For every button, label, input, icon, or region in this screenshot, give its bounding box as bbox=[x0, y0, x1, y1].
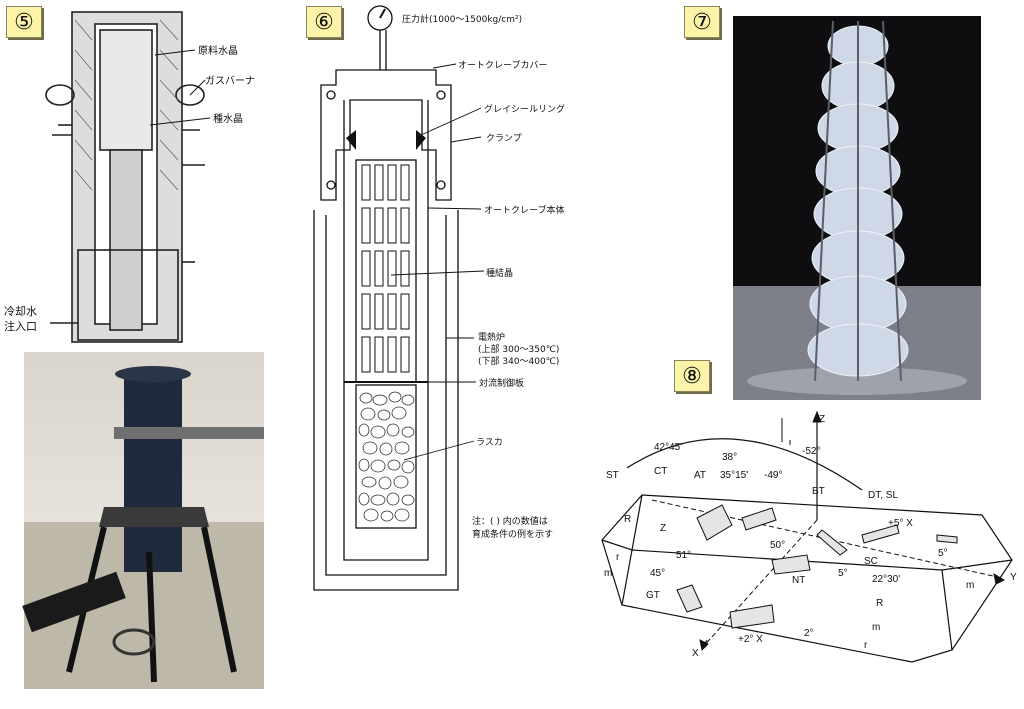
badge-7: ⑦ bbox=[684, 6, 720, 38]
grown-crystal-rack-photo bbox=[733, 20, 981, 400]
label-ct: CT bbox=[654, 466, 668, 477]
label-z-face: Z bbox=[660, 523, 667, 534]
label-m-left: m bbox=[604, 568, 613, 579]
autoclave-cross-section-drawing bbox=[45, 11, 211, 343]
angle-plus-5-x: +5° X bbox=[888, 518, 913, 529]
x-axis-label: X bbox=[692, 648, 699, 659]
label-gas-burner: ガスバーナ bbox=[205, 76, 255, 87]
angle-35-15: 35°15' bbox=[720, 470, 749, 481]
label-autoclave-cover: オートクレーブカバー bbox=[458, 61, 548, 71]
angle-minus-49: -49° bbox=[764, 470, 783, 481]
panel-5-photo bbox=[22, 352, 264, 689]
label-seed-crystal: 種水晶 bbox=[213, 114, 243, 125]
label-convection-baffle: 対流制御板 bbox=[479, 379, 525, 389]
label-gray-seal-ring: グレイシールリング bbox=[484, 105, 566, 115]
angle-51: 51° bbox=[676, 550, 692, 561]
label-r-face-left: R bbox=[624, 514, 632, 525]
panel-6-diagram: 圧力計(1000～1500kg/cm²) オートクレーブカバー グレイシールリン… bbox=[296, 0, 626, 600]
note-line-1: 注：( ) 内の数値は bbox=[472, 517, 548, 527]
label-autoclave-body: オートクレーブ本体 bbox=[484, 206, 565, 216]
panel-5-drawing: 原料水晶 ガスバーナ 種水晶 冷却水 注入口 bbox=[0, 0, 280, 352]
panel-8-diagram: Z Y X 42°45' 38° -52° 35°15' -49° ST CT … bbox=[592, 400, 1024, 700]
angle-minus-52: -52° bbox=[802, 446, 821, 457]
label-gt: GT bbox=[646, 590, 660, 601]
angle-plus-2-x: +2° X bbox=[738, 634, 763, 645]
label-sc: SC bbox=[864, 556, 878, 567]
label-r-small-left: r bbox=[616, 552, 620, 563]
z-axis-label: Z bbox=[819, 414, 826, 425]
panel-7-photo bbox=[733, 16, 981, 400]
label-dt-sl: DT, SL bbox=[868, 490, 899, 501]
label-electric-furnace: 電熱炉 bbox=[478, 333, 506, 343]
label-m-right: m bbox=[966, 580, 975, 591]
angle-42-45: 42°45' bbox=[654, 442, 683, 453]
label-m-bottom: m bbox=[872, 622, 881, 633]
badge-8: ⑧ bbox=[674, 360, 710, 392]
label-cooling-inlet: 注入口 bbox=[4, 320, 37, 333]
autoclave-equipment-photo bbox=[22, 366, 264, 689]
label-bt: BT bbox=[812, 486, 825, 497]
label-furnace-lower: (下部 340～400℃) bbox=[478, 357, 560, 367]
label-raw-crystal: 原料水晶 bbox=[198, 46, 238, 57]
label-pressure-gauge: 圧力計(1000～1500kg/cm²) bbox=[402, 15, 523, 25]
label-r-small-bottom: r bbox=[864, 640, 868, 651]
quartz-cut-orientation-diagram bbox=[601, 410, 1013, 663]
angle-5-nt: 5° bbox=[838, 568, 848, 579]
angle-38: 38° bbox=[722, 452, 738, 463]
label-cooling-water: 冷却水 bbox=[4, 305, 37, 318]
angle-2: 2° bbox=[804, 628, 814, 639]
autoclave-schematic bbox=[313, 5, 485, 591]
label-nt: NT bbox=[792, 575, 806, 586]
label-clamp: クランプ bbox=[486, 134, 522, 144]
label-furnace-upper: (上部 300～350℃) bbox=[478, 345, 560, 355]
y-axis-label: Y bbox=[1010, 572, 1017, 583]
label-seed-crystal: 種結晶 bbox=[486, 269, 514, 279]
angle-22-30: 22°30' bbox=[872, 574, 901, 585]
angle-45: 45° bbox=[650, 568, 666, 579]
badge-6: ⑥ bbox=[306, 6, 342, 38]
note-line-2: 育成条件の例を示す bbox=[472, 530, 554, 540]
label-lasca: ラスカ bbox=[476, 438, 503, 448]
label-at: AT bbox=[694, 470, 707, 481]
label-r-face-right: R bbox=[876, 598, 884, 609]
angle-50: 50° bbox=[770, 540, 786, 551]
label-st: ST bbox=[606, 470, 619, 481]
badge-5: ⑤ bbox=[6, 6, 42, 38]
angle-5-right: 5° bbox=[938, 548, 948, 559]
